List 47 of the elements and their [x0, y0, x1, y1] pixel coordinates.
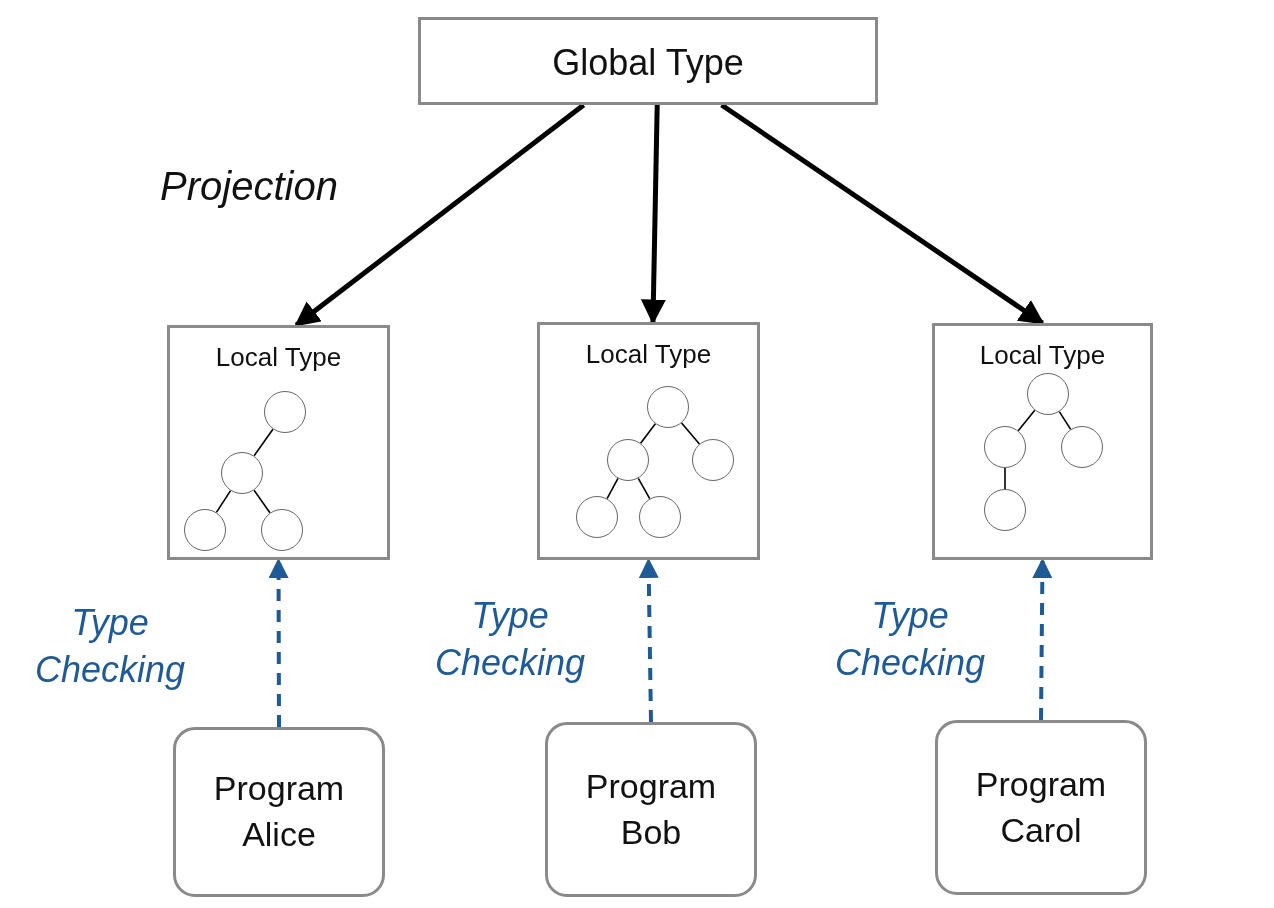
tree-line: [639, 422, 657, 445]
arrow: [268, 558, 289, 727]
tree-node-circle: [692, 439, 734, 481]
node-label: Local Type: [584, 339, 713, 370]
tree-line: [1004, 467, 1006, 490]
node-label: Program Alice: [212, 768, 346, 855]
tree-node-circle: [261, 509, 303, 551]
type-checking-label: Type Checking: [33, 601, 187, 692]
tree-line: [253, 428, 274, 457]
program-box: [173, 727, 385, 897]
node-label: Local Type: [978, 340, 1107, 371]
tree-line: [215, 489, 232, 514]
projection-label: Projection: [160, 163, 339, 210]
tree-line: [1017, 409, 1036, 432]
tree-node-circle: [576, 496, 618, 538]
tree-node-circle: [607, 439, 649, 481]
arrow: [1032, 558, 1053, 721]
node-label: Program Carol: [974, 763, 1108, 851]
arrow: [720, 102, 1045, 326]
type-checking-label: Type Checking: [433, 594, 587, 685]
type-checking-label: Type Checking: [833, 594, 987, 685]
tree-node-circle: [984, 426, 1026, 468]
tree-node-circle: [184, 509, 226, 551]
tree-node-circle: [639, 496, 681, 538]
tree-node-circle: [264, 391, 306, 433]
node-label: Global Type: [551, 42, 745, 84]
arrow: [294, 103, 586, 327]
program-box: [545, 722, 757, 897]
local-type-box: [167, 325, 390, 560]
tree-node-circle: [1027, 373, 1069, 415]
tree-node-circle: [221, 452, 263, 494]
tree-node-circle: [1061, 426, 1103, 468]
tree-line: [253, 489, 271, 514]
tree-node-circle: [984, 489, 1026, 531]
tree-line: [680, 422, 701, 445]
tree-line: [1058, 410, 1072, 431]
tree-node-circle: [647, 386, 689, 428]
node-label: Program Bob: [584, 765, 718, 853]
node-label: Local Type: [214, 342, 343, 373]
arrow: [638, 558, 659, 723]
local-type-box: [932, 323, 1153, 560]
local-type-box: [537, 322, 760, 560]
tree-line: [637, 477, 651, 500]
arrow: [640, 104, 666, 325]
global-type-box: [418, 17, 878, 105]
tree-line: [606, 477, 619, 500]
program-box: [935, 720, 1147, 895]
